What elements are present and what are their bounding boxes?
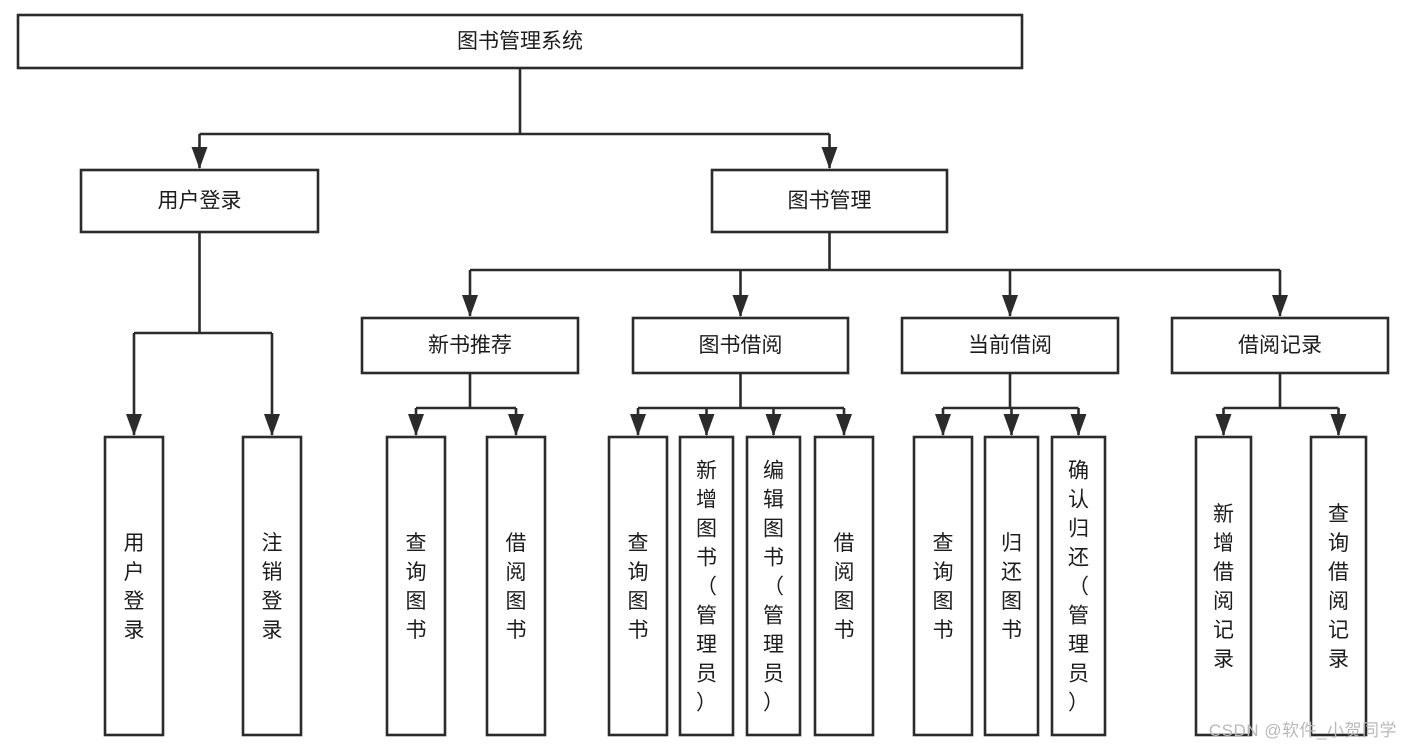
- node-leaf-borrow-book-box: [813, 435, 875, 737]
- arrow-bookmgmt-to-child-3: [1272, 295, 1288, 317]
- node-leaf-borrow-book[interactable]: 借阅图书: [813, 435, 875, 737]
- arrow-bookmgmt-to-child-1: [732, 295, 749, 317]
- node-borrow-records[interactable]: 借阅记录: [1170, 316, 1390, 375]
- arrow-root-to-child-1: [821, 147, 838, 169]
- arrow-bookmgmt-to-child-2: [1002, 295, 1018, 317]
- node-book-management-box: [710, 168, 949, 234]
- node-leaf-user-login-label: 用户登录: [124, 532, 145, 642]
- node-leaf-user-login[interactable]: 用户登录: [103, 435, 165, 737]
- watermark-label: CSDN @软件_小贺同学: [1208, 721, 1397, 740]
- node-leaf-add-borrow-record[interactable]: 新增借阅记录: [1194, 435, 1253, 737]
- node-leaf-add-book-admin-label: 新增图书（管理员）: [696, 460, 717, 715]
- arrow-new-book-recommend-to-leaf-1: [508, 414, 524, 436]
- arrow-book-borrow-to-leaf-3: [836, 414, 852, 436]
- node-leaf-query-borrow-record-box: [1309, 435, 1368, 737]
- node-leaf-logout[interactable]: 注销登录: [241, 435, 303, 737]
- node-borrow-records-box: [1170, 316, 1390, 375]
- node-leaf-borrow-book-recommend-box: [485, 435, 547, 737]
- node-leaf-confirm-return-admin-label: 确认归还（管理员）: [1068, 460, 1089, 715]
- arrow-current-borrow-to-leaf-0: [935, 414, 951, 436]
- node-leaf-query-book-recommend-label: 查询图书: [406, 532, 427, 642]
- node-borrow-records-label: 借阅记录: [1238, 334, 1322, 357]
- arrow-borrow-records-to-leaf-0: [1215, 414, 1232, 436]
- node-leaf-edit-book-admin-box: [745, 435, 802, 737]
- arrow-book-borrow-to-leaf-1: [698, 414, 715, 436]
- arrow-bookmgmt-to-child-0: [462, 295, 478, 317]
- arrow-new-book-recommend-to-leaf-0: [408, 414, 424, 436]
- node-leaf-query-book-borrow-box: [607, 435, 669, 737]
- node-leaf-return-book-box: [983, 435, 1040, 737]
- node-root-label: 图书管理系统: [457, 30, 583, 53]
- node-leaf-borrow-book-label: 借阅图书: [834, 532, 855, 642]
- arrow-book-borrow-to-leaf-2: [765, 414, 782, 436]
- node-book-borrow-box: [631, 316, 850, 375]
- arrow-root-to-child-0: [191, 147, 208, 169]
- node-leaf-borrow-book-recommend[interactable]: 借阅图书: [485, 435, 547, 737]
- node-root[interactable]: 图书管理系统: [16, 13, 1024, 70]
- node-new-book-recommend[interactable]: 新书推荐: [360, 316, 580, 375]
- connectors-layer: [126, 68, 1347, 436]
- node-book-management[interactable]: 图书管理: [710, 168, 949, 234]
- node-leaf-confirm-return-admin-box: [1050, 435, 1107, 737]
- node-user-login[interactable]: 用户登录: [79, 168, 320, 234]
- node-user-login-box: [79, 168, 320, 234]
- arrow-user-login-to-leaf-1: [264, 414, 280, 436]
- node-user-login-label: 用户登录: [158, 190, 242, 213]
- node-leaf-query-borrow-record[interactable]: 查询借阅记录: [1309, 435, 1368, 737]
- node-leaf-user-login-box: [103, 435, 165, 737]
- node-leaf-edit-book-admin-label: 编辑图书（管理员）: [763, 460, 784, 715]
- node-leaf-add-borrow-record-label: 新增借阅记录: [1213, 503, 1234, 671]
- node-current-borrow-box: [900, 316, 1120, 375]
- node-leaf-borrow-book-recommend-label: 借阅图书: [506, 532, 527, 642]
- node-root-box: [16, 13, 1024, 70]
- node-book-borrow[interactable]: 图书借阅: [631, 316, 850, 375]
- arrow-book-borrow-to-leaf-0: [630, 414, 646, 436]
- node-leaf-logout-label: 注销登录: [262, 532, 283, 642]
- node-leaf-query-book-borrow[interactable]: 查询图书: [607, 435, 669, 737]
- node-leaf-edit-book-admin[interactable]: 编辑图书（管理员）: [745, 435, 802, 737]
- node-leaf-add-borrow-record-box: [1194, 435, 1253, 737]
- node-leaf-query-book-current-box: [912, 435, 974, 737]
- node-current-borrow[interactable]: 当前借阅: [900, 316, 1120, 375]
- node-leaf-add-book-admin[interactable]: 新增图书（管理员）: [678, 435, 735, 737]
- node-book-borrow-label: 图书借阅: [699, 334, 783, 357]
- node-leaf-query-book-current-label: 查询图书: [933, 532, 954, 642]
- node-leaf-confirm-return-admin[interactable]: 确认归还（管理员）: [1050, 435, 1107, 737]
- node-leaf-return-book[interactable]: 归还图书: [983, 435, 1040, 737]
- arrow-borrow-records-to-leaf-1: [1330, 414, 1347, 436]
- arrow-current-borrow-to-leaf-1: [1003, 414, 1020, 436]
- node-new-book-recommend-label: 新书推荐: [428, 334, 512, 357]
- node-new-book-recommend-box: [360, 316, 580, 375]
- node-leaf-query-borrow-record-label: 查询借阅记录: [1328, 503, 1349, 671]
- node-current-borrow-label: 当前借阅: [968, 334, 1052, 357]
- node-leaf-query-book-recommend[interactable]: 查询图书: [385, 435, 447, 737]
- node-leaf-query-book-current[interactable]: 查询图书: [912, 435, 974, 737]
- node-leaf-query-book-recommend-box: [385, 435, 447, 737]
- node-leaf-query-book-borrow-label: 查询图书: [628, 532, 649, 642]
- arrow-user-login-to-leaf-0: [126, 414, 142, 436]
- node-leaf-return-book-label: 归还图书: [1001, 532, 1022, 642]
- node-leaf-logout-box: [241, 435, 303, 737]
- node-book-management-label: 图书管理: [788, 190, 872, 213]
- node-leaf-add-book-admin-box: [678, 435, 735, 737]
- arrow-current-borrow-to-leaf-2: [1070, 414, 1087, 436]
- boxes-layer: 用户登录图书管理图书管理系统新书推荐图书借阅当前借阅借阅记录用户登录注销登录查询…: [16, 13, 1390, 737]
